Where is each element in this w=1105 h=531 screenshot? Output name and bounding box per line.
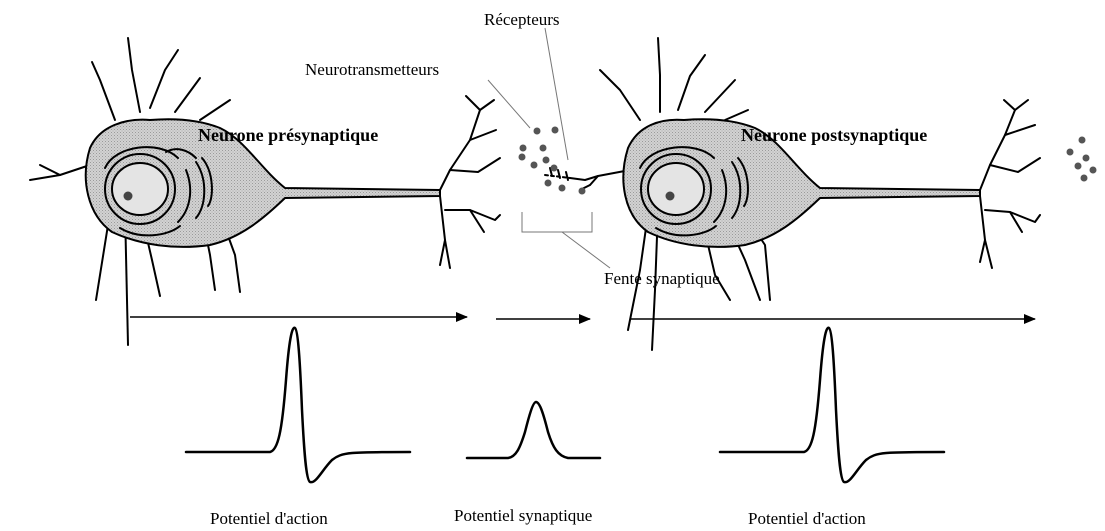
presynaptic-neuron-label: Neurone présynaptique (198, 125, 378, 145)
presynaptic-nucleolus (124, 192, 133, 201)
postsynaptic-neuron-label: Neurone postsynaptique (741, 125, 927, 145)
synaptic-potential-trace (467, 402, 600, 458)
action-potential-trace-left (186, 328, 410, 482)
synaptic-cleft-leader-line (562, 232, 610, 268)
synaptic-cleft-bracket (522, 212, 592, 232)
receptors (545, 168, 570, 180)
presynaptic-terminal (440, 96, 500, 268)
neurotransmitter-vesicles-terminal (1067, 137, 1097, 182)
postsynaptic-nucleolus (666, 192, 675, 201)
action-potential-trace-right (720, 328, 944, 482)
synaptic-potential-label: Potentiel synaptique (454, 506, 592, 525)
neurotransmitters-label: Neurotransmetteurs (305, 60, 439, 79)
action-potential-label-left: Potentiel d'action (210, 509, 328, 528)
receptors-leader-line (545, 28, 568, 160)
receptors-label: Récepteurs (484, 10, 560, 29)
presynaptic-neuron (30, 38, 500, 345)
neurotransmitters-leader-line (488, 80, 530, 128)
postsynaptic-terminal (980, 100, 1040, 268)
action-potential-label-right: Potentiel d'action (748, 509, 866, 528)
postsynaptic-neuron (570, 38, 1040, 350)
synaptic-cleft-label: Fente synaptique (604, 269, 720, 288)
neurotransmitter-vesicles-cleft (519, 127, 586, 195)
